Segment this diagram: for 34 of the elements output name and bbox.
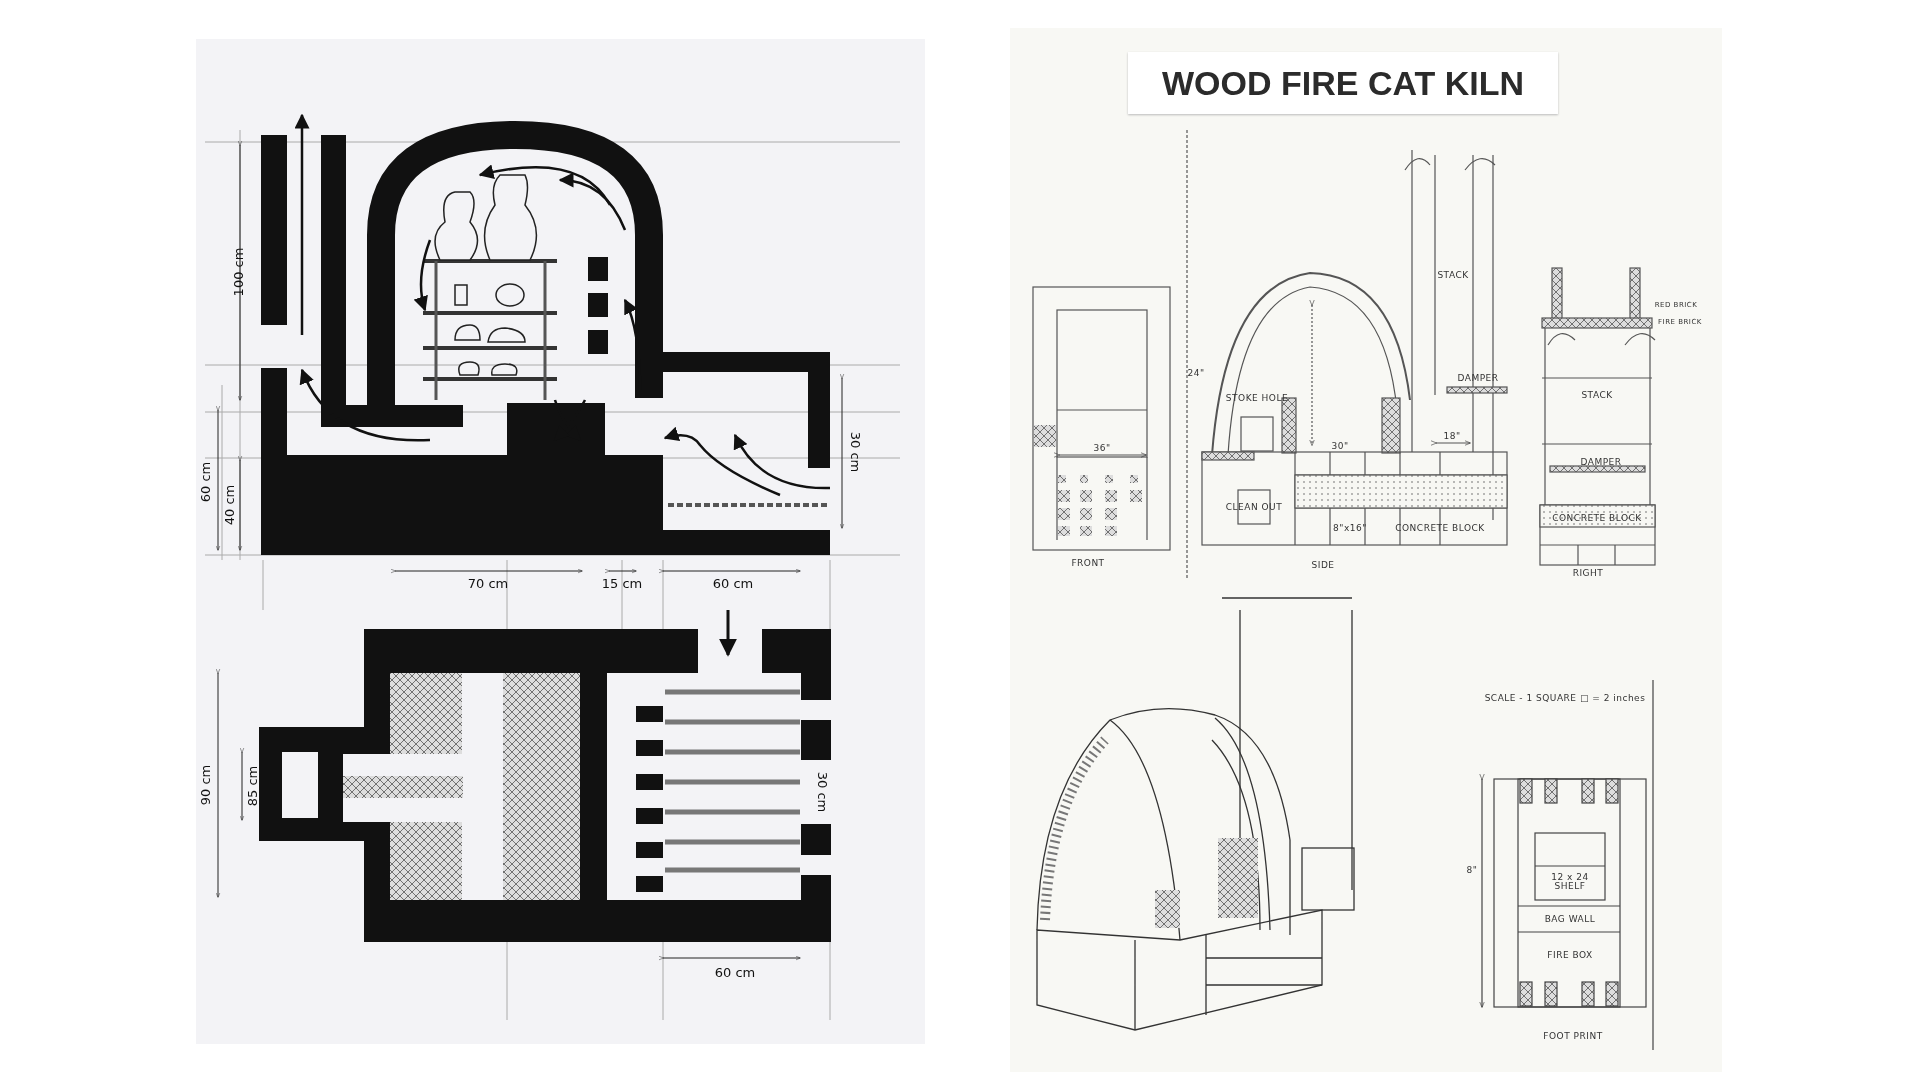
dimension-label: 60 cm	[714, 965, 756, 979]
annotation-label: RIGHT	[1572, 568, 1604, 578]
dimension-label: 85 cm	[245, 765, 259, 807]
dimension-label: 60 cm	[198, 461, 212, 503]
dimension-label: 30 cm	[815, 771, 829, 813]
annotation-label: CONCRETE BLOCK	[1552, 513, 1642, 523]
dimension-label: 30 cm	[848, 431, 862, 473]
annotation-label: 8"x16"	[1333, 523, 1367, 533]
annotation-label: 12 x 24 SHELF	[1550, 873, 1590, 891]
annotation-label: 30"	[1331, 441, 1349, 451]
annotation-label: STOKE HOLE	[1225, 393, 1289, 403]
annotation-label: SCALE - 1 SQUARE □ = 2 inches	[1484, 693, 1646, 703]
annotation-label: FOOT PRINT	[1543, 1031, 1603, 1041]
annotation-label: 36"	[1093, 443, 1111, 453]
dimension-label: 70 cm	[467, 576, 509, 590]
dimension-label: 40 cm	[222, 484, 236, 526]
dimension-label: 15 cm	[601, 576, 643, 590]
annotation-label: FIRE BOX	[1547, 950, 1593, 960]
dimension-label: 60 cm	[712, 576, 754, 590]
annotation-label: FRONT	[1071, 558, 1105, 568]
annotation-label: 24"	[1187, 368, 1205, 378]
annotation-label: STACK	[1581, 390, 1613, 400]
annotation-label: DAMPER	[1457, 373, 1499, 383]
annotation-label: CONCRETE BLOCK	[1395, 523, 1485, 533]
page-title: WOOD FIRE CAT KILN	[1128, 52, 1558, 114]
annotation-label: STACK	[1437, 270, 1469, 280]
annotation-label: CLEAN OUT	[1225, 502, 1283, 512]
dimension-label: 100 cm	[231, 247, 245, 297]
annotation-label: SIDE	[1311, 560, 1335, 570]
annotation-label: 18"	[1443, 431, 1461, 441]
dimension-label: 90 cm	[198, 764, 212, 806]
annotation-label: 8"	[1466, 865, 1478, 875]
annotation-label: BAG WALL	[1544, 914, 1596, 924]
annotation-label: DAMPER	[1580, 457, 1622, 467]
